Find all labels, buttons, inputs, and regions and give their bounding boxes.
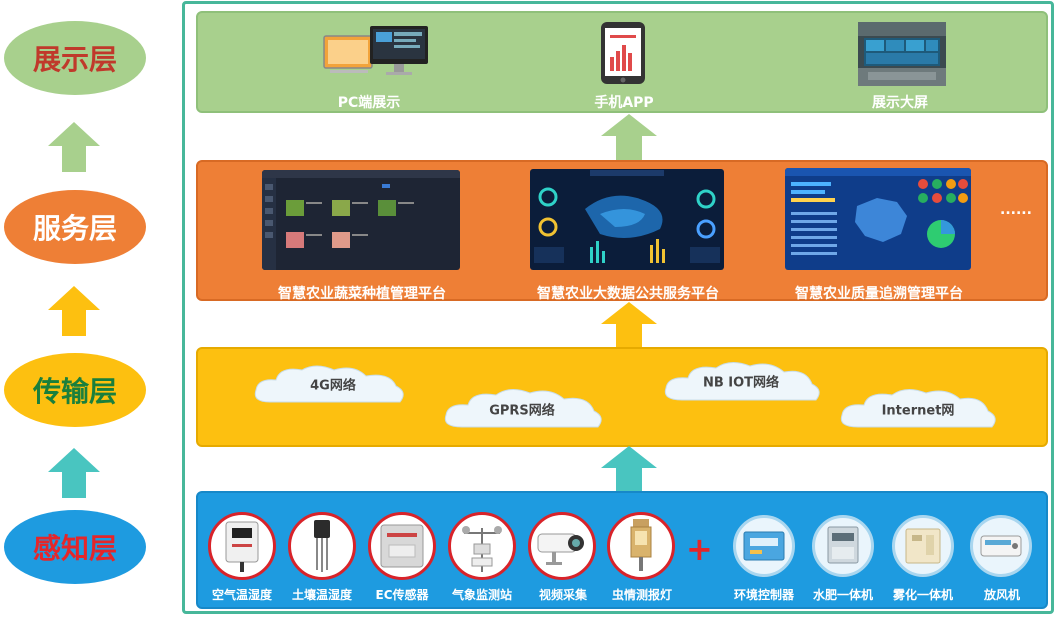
controller-box-icon <box>743 531 785 561</box>
gprs-network-label: GPRS网络 <box>489 403 555 419</box>
pc-monitor-icon <box>323 26 428 75</box>
sensor-label: 土壤温湿度 <box>291 588 353 602</box>
cloud-gprs-icon <box>444 389 602 428</box>
transport-layer-oval: 传输层 <box>4 353 146 427</box>
cloud-4g-icon <box>254 365 404 403</box>
weather-station <box>448 512 516 580</box>
actuator-label: 放风机 <box>983 588 1021 602</box>
sensor-label: 空气温湿度 <box>211 588 273 602</box>
video-capture-camera <box>528 512 596 580</box>
planting-platform-screenshot <box>262 170 460 270</box>
insect-monitoring-lamp <box>607 512 675 580</box>
transport-layer-label: 传输层 <box>32 375 117 408</box>
ventilation-machine <box>970 515 1032 577</box>
up-arrow-icon <box>48 286 100 336</box>
soil-temp-humidity-sensor <box>288 512 356 580</box>
soil-probe-icon <box>314 520 330 572</box>
fertilizer-machine-icon <box>827 526 859 564</box>
cloud-internet-icon <box>840 389 996 428</box>
camera-icon <box>537 533 584 565</box>
ec-sensor <box>368 512 436 580</box>
atomization-machine <box>892 515 954 577</box>
ventilator-icon <box>980 535 1022 557</box>
atomizer-icon <box>905 528 941 564</box>
air-temp-humidity-sensor <box>208 512 276 580</box>
planting-platform-label: 智慧农业蔬菜种植管理平台 <box>278 286 446 302</box>
water-fertilizer-machine <box>812 515 874 577</box>
plus-sign: + <box>686 530 713 568</box>
4g-network-label: 4G网络 <box>310 378 356 394</box>
traceability-platform-label: 智慧农业质量追溯管理平台 <box>795 286 963 302</box>
sensor-label: 虫情测报灯 <box>611 588 673 602</box>
up-arrow-icon <box>48 122 100 172</box>
nbiot-network-label: NB IOT网络 <box>702 375 780 391</box>
sensor-label: 视频采集 <box>538 588 588 602</box>
sensor-label: EC传感器 <box>375 588 429 602</box>
bigdata-platform-screenshot <box>530 169 724 270</box>
actuator-label: 雾化一体机 <box>892 588 954 602</box>
traceability-platform-screenshot <box>785 168 971 270</box>
perception-layer-label: 感知层 <box>32 532 117 565</box>
mobile-app-label: 手机APP <box>594 95 654 111</box>
pc-display-label: PC端展示 <box>337 95 401 111</box>
actuator-label: 环境控制器 <box>733 588 795 602</box>
actuator-label: 水肥一体机 <box>812 588 874 602</box>
display-layer-oval: 展示层 <box>4 21 146 95</box>
up-arrow-icon <box>601 446 657 492</box>
display-layer-label: 展示层 <box>32 43 117 76</box>
video-wall-icon <box>858 22 946 86</box>
environment-controller <box>733 515 795 577</box>
tablet-chart-icon <box>601 22 645 84</box>
up-arrow-icon <box>48 448 100 498</box>
weather-station-icon <box>462 526 502 572</box>
big-screen-label: 展示大屏 <box>872 95 928 111</box>
sensor-label: 气象监测站 <box>451 588 513 602</box>
ec-sensor-icon <box>380 524 424 568</box>
cloud-nbiot-icon <box>664 362 820 401</box>
more-platforms-ellipsis: ...... <box>1000 202 1032 218</box>
perception-layer-oval: 感知层 <box>4 510 146 584</box>
service-layer-label: 服务层 <box>32 212 117 245</box>
internet-network-label: Internet网 <box>881 403 955 419</box>
insect-lamp-icon <box>630 519 652 571</box>
bigdata-platform-label: 智慧农业大数据公共服务平台 <box>537 286 719 302</box>
air-sensor-icon <box>225 521 259 572</box>
up-arrow-icon <box>601 114 657 160</box>
up-arrow-icon <box>601 302 657 348</box>
service-layer-oval: 服务层 <box>4 190 146 264</box>
architecture-frame <box>182 1 1054 614</box>
